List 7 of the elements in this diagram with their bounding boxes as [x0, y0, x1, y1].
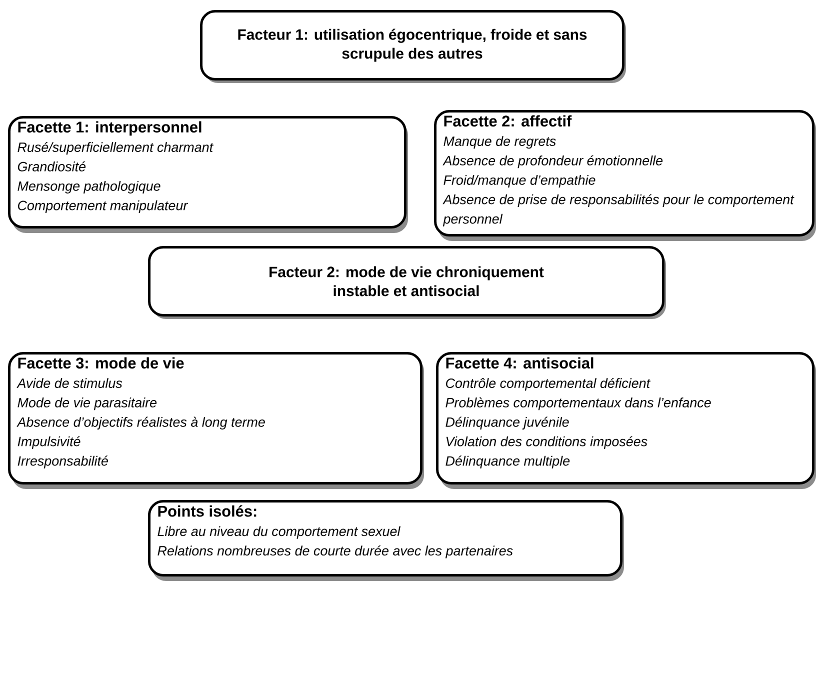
text-box: Facette 2: affectif Manque de regrets Absence de profondeur émotionnelle Froid/manque d’empathie Absence de prise de responsabilités pour le comportement personnel — [434, 110, 816, 241]
text-box: Facteur 1: utilisation égocentrique, froide et sans scrupule des autres — [200, 10, 626, 83]
text-box: Facette 4: antisocial Contrôle comportemental déficient Problèmes comportementaux dans l’enfance Délinquance juvénile Violation des conditions imposées Délinquance multiple — [436, 352, 816, 489]
text-box: Facteur 2: mode de vie chroniquement instable et antisocial — [148, 246, 666, 319]
text-box: Points isolés: Libre au niveau du comportement sexuel Relations nombreuses de courte durée avec les partenaires — [148, 500, 624, 581]
text-box: Facette 3: mode de vie Avide de stimulus Mode de vie parasitaire Absence d’objectifs réalistes à long terme Impulsivité Irresponsabilité — [8, 352, 424, 489]
text-box: Facette 1: interpersonnel Rusé/superficiellement charmant Grandiosité Mensonge pathologique Comportement manipulateur — [8, 116, 408, 233]
